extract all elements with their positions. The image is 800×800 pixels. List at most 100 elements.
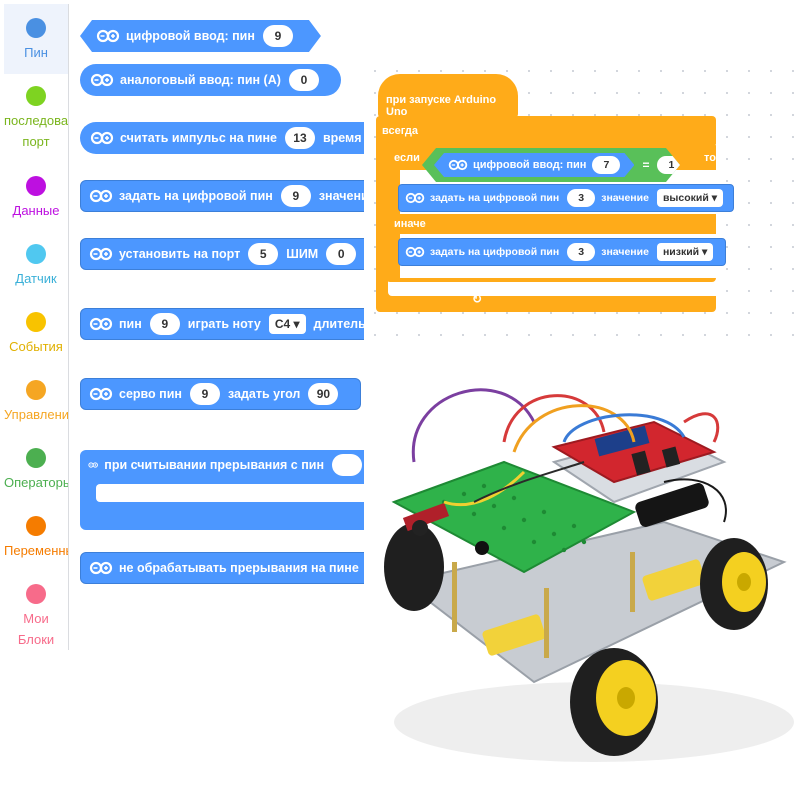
- forever-block[interactable]: всегда если то иначе ↻: [376, 116, 720, 312]
- chevron-down-icon: ▾: [702, 246, 708, 258]
- block-text: считать импульс на пине: [120, 131, 277, 145]
- arduino-icon: [90, 73, 114, 87]
- block-analog-read[interactable]: аналоговый ввод: пин (A) 0: [80, 64, 341, 96]
- pin-input[interactable]: 9: [263, 25, 293, 47]
- chevron-down-icon: ▾: [711, 192, 717, 204]
- category-my-blocks[interactable]: Мои Блоки: [4, 584, 68, 650]
- block-text: цифровой ввод: пин: [473, 159, 587, 171]
- arduino-icon: [88, 458, 98, 472]
- block-text: время: [322, 131, 362, 145]
- value-input[interactable]: 0: [326, 243, 357, 265]
- block-text: значение: [318, 189, 364, 203]
- pin-input[interactable]: 9: [149, 313, 180, 335]
- block-servo[interactable]: серво пин 9 задать угол 90: [80, 378, 362, 410]
- arduino-icon: [90, 131, 114, 145]
- block-play-tone[interactable]: пин 9 играть ноту C4 ▾ длитель: [80, 308, 364, 340]
- block-text: длитель: [313, 317, 364, 331]
- block-text: серво пин: [119, 387, 182, 401]
- block-text: установить на порт: [119, 247, 241, 261]
- arduino-icon: [89, 387, 113, 401]
- then-digital-write-block[interactable]: задать на цифровой пин 3 значение высоки…: [398, 184, 734, 212]
- angle-input[interactable]: 90: [308, 383, 339, 405]
- interrupt-body-slot: [96, 484, 364, 502]
- category-serial-dot: [26, 86, 46, 106]
- robot-car-illustration: [384, 388, 794, 762]
- category-variables-label: Переменны: [4, 543, 68, 558]
- block-text: значение: [601, 192, 649, 204]
- category-my-blocks-dot: [26, 584, 46, 604]
- block-text: задать на цифровой пин: [430, 246, 560, 258]
- note-dropdown[interactable]: C4 ▾: [268, 314, 306, 334]
- block-text: не обрабатывать прерывания на пине: [119, 561, 359, 575]
- condition-equals-block[interactable]: цифровой ввод: пин 7 = 1: [422, 148, 680, 182]
- loop-arrow-icon: ↻: [472, 292, 483, 306]
- block-pulse-read[interactable]: считать импульс на пине 13 время: [80, 122, 364, 154]
- pin-input[interactable]: 9: [189, 383, 220, 405]
- block-text: ШИМ: [286, 247, 319, 261]
- block-text: задать угол: [227, 387, 301, 401]
- hat-block-arduino-start[interactable]: при запуске Arduino Uno: [378, 74, 518, 118]
- pin-input[interactable]: 13: [284, 127, 315, 149]
- block-digital-write[interactable]: задать на цифровой пин 9 значение: [80, 180, 364, 212]
- robot-car-photo: [364, 352, 800, 800]
- arduino-icon: [96, 29, 120, 43]
- pin-input[interactable]: 0: [288, 69, 319, 91]
- level-dropdown[interactable]: низкий ▾: [656, 243, 714, 261]
- if-label: если: [394, 152, 420, 164]
- block-attach-interrupt[interactable]: при считывании прерывания с пин: [80, 450, 364, 530]
- pin-input[interactable]: 5: [248, 243, 279, 265]
- category-sensor-label: Датчик: [15, 271, 57, 286]
- script-area[interactable]: всегда если то иначе ↻ при запуске Ardui…: [364, 60, 800, 340]
- then-label: то: [704, 152, 716, 164]
- pin-input[interactable]: [332, 454, 362, 476]
- block-text: при считывании прерывания с пин: [104, 458, 324, 472]
- pin-input[interactable]: 9: [280, 185, 311, 207]
- note-value: C4: [274, 317, 291, 331]
- arduino-icon: [405, 246, 425, 258]
- else-digital-write-block[interactable]: задать на цифровой пин 3 значение низкий…: [398, 238, 726, 266]
- category-pin[interactable]: Пин: [4, 4, 68, 74]
- else-label: иначе: [394, 218, 426, 230]
- level-value: низкий: [662, 246, 700, 258]
- block-text: играть ноту: [187, 317, 261, 331]
- category-serial-label: последова порт: [4, 113, 68, 149]
- block-text: задать на цифровой пин: [430, 192, 560, 204]
- arduino-icon: [448, 159, 468, 171]
- block-text: пин: [119, 317, 142, 331]
- category-operators-dot: [26, 448, 46, 468]
- block-palette: цифровой ввод: пин 9 аналоговый ввод: пи…: [70, 0, 364, 600]
- category-variables-dot: [26, 516, 46, 536]
- block-detach-interrupt[interactable]: не обрабатывать прерывания на пине: [80, 552, 364, 584]
- block-digital-read[interactable]: цифровой ввод: пин 9: [80, 20, 321, 52]
- category-operators[interactable]: Операторы: [4, 448, 68, 493]
- condition-digital-read-block[interactable]: цифровой ввод: пин 7: [434, 153, 634, 177]
- category-events[interactable]: События: [4, 312, 68, 357]
- category-events-dot: [26, 312, 46, 332]
- pin-input[interactable]: 3: [567, 189, 596, 207]
- category-control-dot: [26, 380, 46, 400]
- category-data[interactable]: Данные: [4, 176, 68, 221]
- block-pwm-write[interactable]: установить на порт 5 ШИМ 0: [80, 238, 364, 270]
- category-data-label: Данные: [12, 203, 60, 218]
- arduino-icon: [89, 247, 113, 261]
- pin-input[interactable]: 7: [592, 156, 620, 174]
- block-text: аналоговый ввод: пин (A): [120, 73, 281, 87]
- forever-label: всегда: [382, 125, 418, 137]
- category-control-label: Управлени: [4, 407, 68, 422]
- category-variables[interactable]: Переменны: [4, 516, 68, 561]
- arduino-icon: [89, 561, 113, 575]
- block-text: значение: [601, 246, 649, 258]
- arduino-icon: [89, 189, 113, 203]
- category-my-blocks-label: Мои Блоки: [17, 611, 55, 647]
- arduino-icon: [89, 317, 113, 331]
- chevron-down-icon: ▾: [293, 317, 300, 331]
- category-control[interactable]: Управлени: [4, 380, 68, 425]
- block-text: цифровой ввод: пин: [126, 29, 255, 43]
- category-pin-label: Пин: [24, 45, 48, 60]
- category-sensor[interactable]: Датчик: [4, 244, 68, 289]
- level-dropdown[interactable]: высокий ▾: [656, 189, 723, 207]
- level-value: высокий: [662, 192, 709, 204]
- pin-input[interactable]: 3: [567, 243, 596, 261]
- category-serial[interactable]: последова порт: [4, 86, 68, 152]
- block-text: задать на цифровой пин: [119, 189, 273, 203]
